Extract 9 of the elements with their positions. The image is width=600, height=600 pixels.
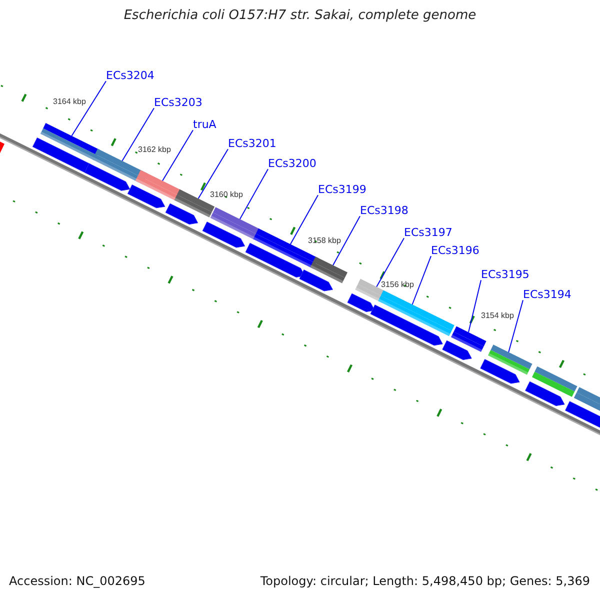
tick-label: 3160 kbp <box>210 191 243 200</box>
genome-info-text: Topology: circular; Length: 5,498,450 bp; Genes: 5,369 <box>260 575 590 588</box>
tick-label: 3158 kbp <box>308 237 341 246</box>
tick-label: 3156 kbp <box>381 281 414 290</box>
tick-label: 3154 kbp <box>481 312 514 321</box>
title: Escherichia coli O157:H7 str. Sakai, complete genome <box>122 9 478 24</box>
tick-label: 3162 kbp <box>138 146 171 155</box>
accession-text: Accession: NC_002695 <box>9 575 146 588</box>
tick-label: 3164 kbp <box>53 98 86 107</box>
